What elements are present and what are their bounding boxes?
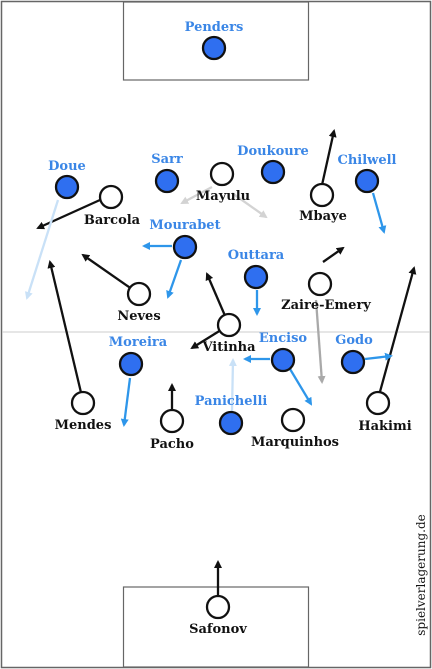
- player-label-hakimi: Hakimi: [358, 419, 411, 434]
- arrow-hakimi: [376, 266, 417, 400]
- player-marker-sarr: [154, 168, 180, 194]
- arrow-mendes: [47, 260, 85, 402]
- player-label-outtara: Outtara: [228, 248, 285, 263]
- player-label-panichelli: Panichelli: [195, 394, 268, 409]
- player-marker-mayulu: [209, 161, 235, 187]
- player-marker-enciso: [270, 347, 296, 373]
- player-marker-doukoure: [260, 159, 286, 185]
- watermark-text: spielverlagerung.de: [414, 514, 428, 635]
- player-label-doukoure: Doukoure: [237, 144, 309, 159]
- player-marker-mbaye: [309, 182, 335, 208]
- player-marker-zaire-emery: [307, 271, 333, 297]
- arrow-doue: [24, 199, 60, 300]
- player-marker-outtara: [243, 264, 269, 290]
- player-marker-godo: [340, 349, 366, 375]
- player-marker-vitinha: [216, 312, 242, 338]
- player-marker-safonov: [205, 594, 231, 620]
- player-label-penders: Penders: [185, 20, 244, 35]
- bottom-penalty-box: [122, 586, 310, 668]
- arrow-enciso-down: [289, 368, 313, 406]
- player-label-safonov: Safonov: [189, 622, 247, 637]
- top-penalty-box: [122, 1, 310, 81]
- player-label-zaire-emery: Zaire-Emery: [281, 298, 371, 313]
- player-label-mourabet: Mourabet: [149, 218, 220, 233]
- blue-team: Penders Doue Sarr Doukoure Chilwell Mour…: [48, 20, 397, 436]
- player-marker-chilwell: [354, 168, 380, 194]
- arrow-mayulu-right: [231, 192, 268, 219]
- arrow-mbaye: [320, 129, 337, 186]
- player-label-marquinhos: Marquinhos: [251, 435, 339, 450]
- arrow-panichelli: [228, 358, 237, 412]
- player-marker-marquinhos: [280, 407, 306, 433]
- player-label-enciso: Enciso: [259, 331, 308, 346]
- player-label-godo: Godo: [335, 333, 373, 348]
- player-label-pacho: Pacho: [150, 437, 194, 452]
- player-marker-neves: [126, 281, 152, 307]
- player-label-sarr: Sarr: [151, 152, 183, 167]
- player-label-barcola: Barcola: [84, 213, 141, 228]
- player-marker-moreira: [118, 351, 144, 377]
- arrow-zaire-emery: [322, 246, 345, 263]
- player-marker-penders: [201, 35, 227, 61]
- player-label-mbaye: Mbaye: [299, 209, 347, 224]
- player-marker-pacho: [159, 408, 185, 434]
- arrow-chilwell: [371, 192, 387, 234]
- player-label-doue: Doue: [48, 159, 86, 174]
- player-label-mayulu: Mayulu: [196, 189, 250, 204]
- player-label-moreira: Moreira: [109, 335, 168, 350]
- arrow-mayulu-left: [180, 185, 213, 205]
- arrow-mourabet-down: [166, 259, 183, 299]
- player-marker-mourabet: [172, 234, 198, 260]
- black-team: Mayulu Barcola Mbaye Neves Zaire-Emery V…: [55, 161, 412, 637]
- player-marker-panichelli: [218, 410, 244, 436]
- arrow-godo: [364, 352, 393, 361]
- player-marker-barcola: [98, 184, 124, 210]
- player-marker-mendes: [70, 390, 96, 416]
- arrow-zaire-emery-drop: [314, 299, 326, 384]
- player-label-mendes: Mendes: [55, 418, 112, 433]
- arrow-moreira: [120, 377, 132, 427]
- player-marker-doue: [54, 174, 80, 200]
- player-label-neves: Neves: [117, 309, 160, 324]
- player-label-chilwell: Chilwell: [337, 153, 396, 168]
- player-marker-hakimi: [365, 390, 391, 416]
- player-label-vitinha: Vitinha: [201, 340, 256, 355]
